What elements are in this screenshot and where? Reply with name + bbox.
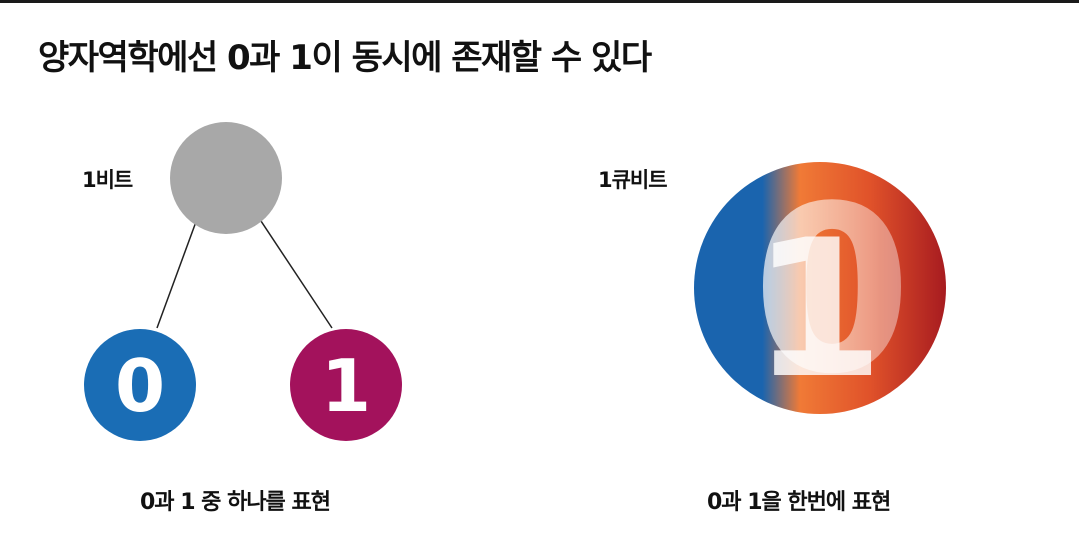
qubit-label: 1큐비트 [598, 164, 667, 194]
bit-node-one-label: 1 [321, 344, 371, 428]
qubit-caption: 0과 1을 한번에 표현 [707, 484, 890, 516]
qubit-glyph-one: 1 [752, 199, 884, 420]
bit-caption: 0과 1 중 하나를 표현 [140, 484, 330, 516]
bit-node-zero-label: 0 [115, 344, 165, 428]
bit-top-node [170, 122, 282, 234]
